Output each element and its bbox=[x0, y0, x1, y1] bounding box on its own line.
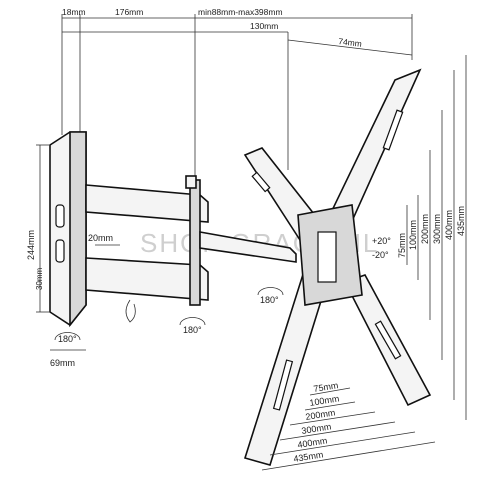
label-20mm: 20mm bbox=[88, 233, 113, 243]
label-v-200: 200mm bbox=[420, 214, 430, 244]
hdim-300 bbox=[279, 421, 396, 441]
label-v-400: 400mm bbox=[444, 210, 454, 240]
label-244mm: 244mm bbox=[26, 230, 36, 260]
wall-plate: 244mm 30mm 69mm 180° bbox=[26, 131, 87, 368]
label-69mm: 69mm bbox=[50, 358, 75, 368]
label-180-left: 180° bbox=[58, 334, 77, 344]
hdim-100 bbox=[304, 401, 356, 411]
bracket-slot-ur bbox=[382, 109, 404, 151]
label-h-400: 400mm bbox=[297, 435, 328, 450]
rotation-arrow-left bbox=[54, 332, 81, 341]
right-vertical-dimensions: 75mm 100mm 200mm 300mm 400mm 435mm bbox=[397, 55, 467, 420]
label-h-75: 75mm bbox=[313, 380, 339, 394]
dim-line-top-c bbox=[287, 39, 413, 56]
label-180-plate: 180° bbox=[260, 295, 279, 305]
label-v-75: 75mm bbox=[397, 233, 407, 258]
label-74mm: 74mm bbox=[338, 36, 363, 49]
tv-bracket: 180° +20° -20° bbox=[243, 68, 432, 466]
rotation-arrow-plate bbox=[257, 287, 284, 296]
cross-arm bbox=[199, 231, 297, 263]
bracket-arm-upper-right bbox=[323, 68, 422, 231]
label-18mm: 18mm bbox=[62, 7, 86, 17]
label-h-435: 435mm bbox=[293, 449, 324, 464]
label-v-300: 300mm bbox=[432, 214, 442, 244]
swing-arms: 20mm 180° bbox=[85, 175, 297, 335]
arm-joint-cap bbox=[185, 175, 197, 189]
bracket-slot-lr bbox=[374, 320, 402, 360]
rotation-arrow-arm bbox=[179, 317, 206, 326]
lower-arm bbox=[85, 257, 209, 301]
label-minmax: min88mm-max398mm bbox=[198, 7, 283, 17]
label-h-300: 300mm bbox=[301, 421, 332, 436]
bracket-slot-ul bbox=[251, 171, 271, 193]
bracket-slot-ll bbox=[272, 359, 294, 411]
label-v-435: 435mm bbox=[456, 206, 466, 236]
label-30mm: 30mm bbox=[35, 267, 44, 290]
upper-arm bbox=[85, 184, 209, 223]
hdim-400 bbox=[269, 431, 416, 456]
hdim-200 bbox=[289, 411, 376, 426]
label-180-arm: 180° bbox=[183, 325, 202, 335]
arm-joint-column bbox=[189, 179, 201, 306]
label-176mm: 176mm bbox=[115, 7, 143, 17]
hdim-75 bbox=[309, 387, 351, 396]
wall-plate-slot-upper bbox=[55, 204, 65, 228]
label-h-100: 100mm bbox=[309, 393, 340, 408]
bottom-horizontal-dimensions: 75mm 100mm 200mm 300mm 400mm 435mm bbox=[261, 380, 436, 471]
label-h-200: 200mm bbox=[305, 407, 336, 422]
bracket-center-opening bbox=[317, 231, 337, 283]
hdim-435 bbox=[261, 441, 436, 471]
wall-plate-slot-lower bbox=[55, 239, 65, 263]
label-tilt-down: -20° bbox=[372, 250, 389, 260]
cable-clip bbox=[125, 299, 136, 323]
label-130mm: 130mm bbox=[250, 21, 278, 31]
top-dimensions: 18mm 176mm min88mm-max398mm 130mm 74mm bbox=[61, 7, 413, 185]
label-v-100: 100mm bbox=[408, 220, 418, 250]
label-tilt-up: +20° bbox=[372, 236, 391, 246]
wall-plate-side bbox=[69, 131, 87, 328]
